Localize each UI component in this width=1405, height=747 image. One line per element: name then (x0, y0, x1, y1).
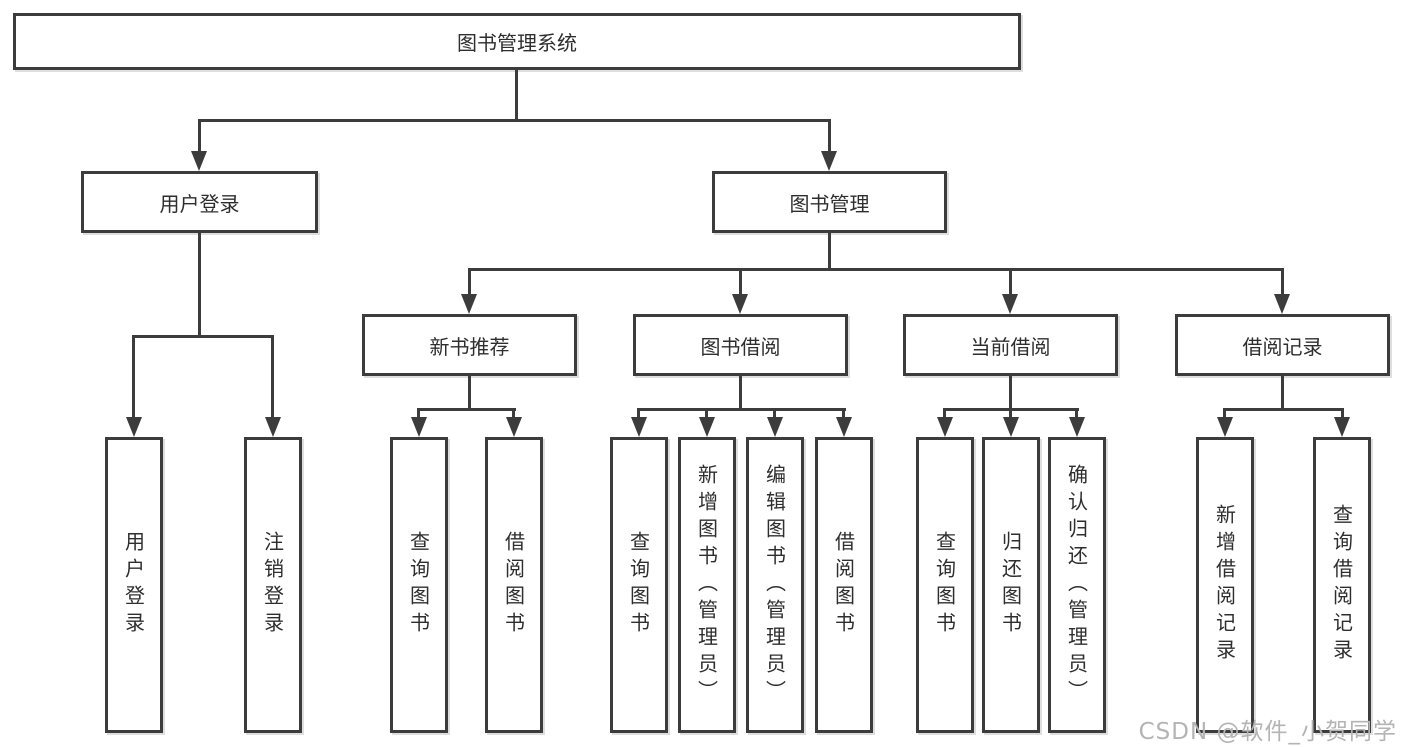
leaf-records-add-record: 新增借阅记录 (1196, 437, 1254, 733)
connector-vline (828, 119, 831, 153)
node-book-borrow: 图书借阅 (633, 314, 848, 376)
leaf-user-login: 用户登录 (105, 437, 163, 733)
connector-vline (705, 408, 708, 419)
leaf-newbook-query-books: 查询图书 (390, 437, 448, 733)
leaf-borrow-borrow-books: 借阅图书 (815, 437, 873, 733)
arrowhead-down-icon (191, 151, 207, 171)
arrowhead-down-icon (631, 417, 647, 437)
arrowhead-down-icon (767, 417, 783, 437)
leaf-newbook-borrow-books: 借阅图书 (485, 437, 543, 733)
connector-vline (515, 70, 518, 119)
leaf-current-return-books: 归还图书 (982, 437, 1040, 733)
connector-vline (637, 408, 640, 419)
arrowhead-down-icon (506, 417, 522, 437)
connector-hline (417, 408, 516, 411)
connector-hline (468, 268, 1284, 271)
connector-vline (1009, 376, 1012, 408)
arrowhead-down-icon (699, 417, 715, 437)
connector-vline (1009, 408, 1012, 419)
connector-vline (271, 335, 274, 419)
connector-vline (417, 408, 420, 419)
leaf-current-query-books: 查询图书 (916, 437, 974, 733)
connector-vline (739, 268, 742, 296)
connector-vline (132, 335, 135, 419)
arrowhead-down-icon (126, 417, 142, 437)
arrowhead-down-icon (1274, 294, 1290, 314)
connector-vline (1281, 268, 1284, 296)
connector-vline (1075, 408, 1078, 419)
arrowhead-down-icon (1003, 417, 1019, 437)
connector-vline (1009, 268, 1012, 296)
arrowhead-down-icon (411, 417, 427, 437)
connector-vline (468, 376, 471, 408)
leaf-borrow-query-books: 查询图书 (610, 437, 668, 733)
connector-vline (512, 408, 515, 419)
connector-vline (739, 376, 742, 408)
connector-vline (1341, 408, 1344, 419)
csdn-watermark: CSDN @软件_小贺同学 (1138, 719, 1397, 745)
connector-hline (1223, 408, 1344, 411)
arrowhead-down-icon (836, 417, 852, 437)
node-root: 图书管理系统 (13, 13, 1021, 70)
node-new-book-recommend: 新书推荐 (362, 314, 577, 376)
connector-hline (637, 408, 846, 411)
arrowhead-down-icon (1334, 417, 1350, 437)
connector-vline (842, 408, 845, 419)
connector-vline (943, 408, 946, 419)
connector-vline (1281, 376, 1284, 408)
leaf-logout: 注销登录 (244, 437, 302, 733)
connector-vline (198, 233, 201, 335)
connector-vline (468, 268, 471, 296)
leaf-records-query-record: 查询借阅记录 (1313, 437, 1371, 733)
connector-hline (198, 119, 831, 122)
connector-hline (132, 335, 274, 338)
connector-vline (773, 408, 776, 419)
arrowhead-down-icon (461, 294, 477, 314)
arrowhead-down-icon (821, 151, 837, 171)
connector-vline (828, 233, 831, 268)
arrowhead-down-icon (937, 417, 953, 437)
arrowhead-down-icon (265, 417, 281, 437)
node-borrow-records: 借阅记录 (1175, 314, 1390, 376)
node-user-login: 用户登录 (81, 171, 318, 233)
arrowhead-down-icon (1069, 417, 1085, 437)
arrowhead-down-icon (1002, 294, 1018, 314)
node-current-borrow: 当前借阅 (903, 314, 1118, 376)
arrowhead-down-icon (1217, 417, 1233, 437)
leaf-current-confirm-return-admin: 确认归还（管理员） (1048, 437, 1106, 733)
leaf-borrow-add-books-admin: 新增图书（管理员） (678, 437, 736, 733)
arrowhead-down-icon (732, 294, 748, 314)
connector-vline (198, 119, 201, 153)
leaf-borrow-edit-books-admin: 编辑图书（管理员） (746, 437, 804, 733)
connector-vline (1223, 408, 1226, 419)
node-book-management: 图书管理 (712, 171, 947, 233)
